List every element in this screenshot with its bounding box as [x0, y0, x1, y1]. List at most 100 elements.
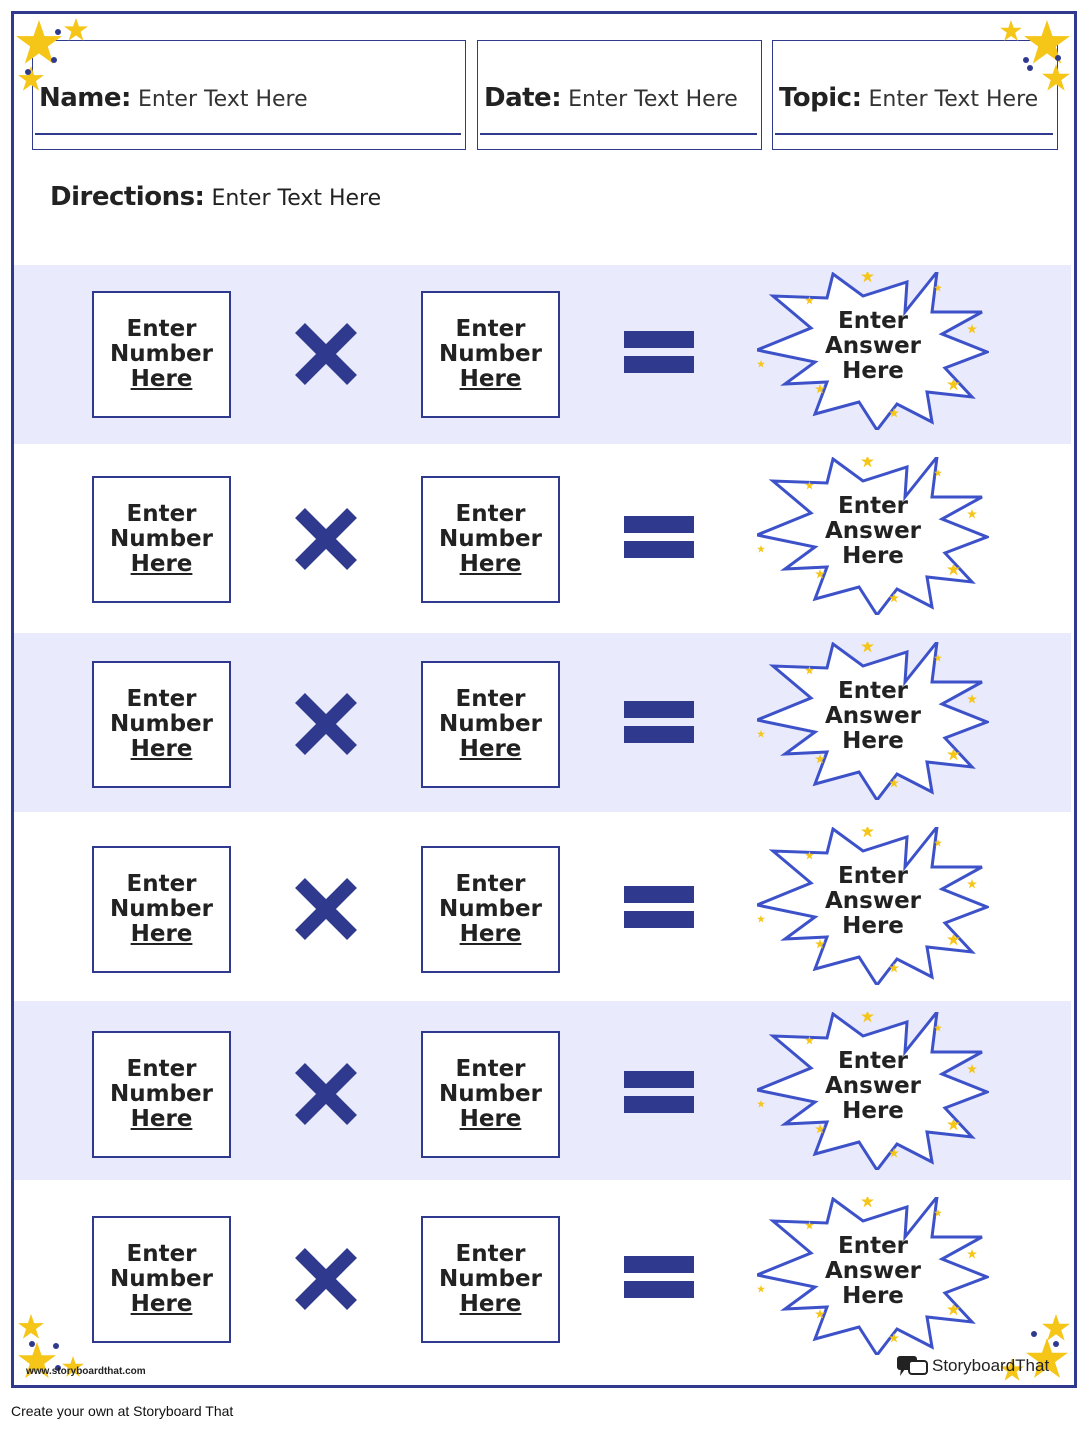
second-number-box-line: Enter	[455, 1241, 526, 1267]
first-number-box-line: Enter	[126, 686, 197, 712]
answer-text-line: Enter	[837, 493, 909, 519]
date-value[interactable]: Enter Text Here	[568, 87, 738, 112]
name-text: Name: Enter Text Here	[39, 83, 308, 113]
first-number-box-line: Here	[130, 736, 193, 762]
footer-caption[interactable]: Create your own at Storyboard That	[11, 1403, 234, 1419]
name-field[interactable]: Name: Enter Text Here	[32, 40, 466, 150]
second-number-box-line: Here	[459, 366, 522, 392]
multiply-icon	[295, 1248, 357, 1310]
equals-icon	[624, 701, 694, 743]
multiply-icon	[295, 878, 357, 940]
corner-stars-top-left	[16, 18, 88, 91]
directions: Directions: Enter Text Here	[50, 182, 381, 212]
first-number-box-line: Enter	[126, 316, 197, 342]
second-number-box-line: Enter	[455, 501, 526, 527]
topic-label: Topic:	[779, 83, 862, 113]
first-number-box-line: Enter	[126, 501, 197, 527]
answer-text-line: Answer	[824, 703, 922, 729]
answer-text-line: Here	[842, 543, 904, 569]
date-text: Date: Enter Text Here	[484, 83, 738, 113]
topic-underline	[775, 133, 1053, 135]
multiply-icon	[295, 693, 357, 755]
storyboardthat-logo[interactable]: StoryboardThat	[896, 1354, 1049, 1378]
answer-text-line: Enter	[837, 1048, 909, 1074]
second-number-box-line: Enter	[455, 316, 526, 342]
answer-text-line: Answer	[824, 518, 922, 544]
answer-text-line: Here	[842, 358, 904, 384]
logo-text: StoryboardThat	[932, 1356, 1050, 1375]
answer-text-line: Enter	[837, 678, 909, 704]
second-number-box-line: Number	[439, 896, 542, 922]
topic-value[interactable]: Enter Text Here	[868, 87, 1039, 112]
multiply-icon	[295, 323, 357, 385]
second-number-box-line: Here	[459, 1291, 522, 1317]
first-number-box-line: Number	[110, 1081, 213, 1107]
answer-text-line: Answer	[824, 1073, 922, 1099]
directions-value[interactable]: Enter Text Here	[211, 186, 382, 211]
multiply-icon	[295, 508, 357, 570]
answer-text-line: Here	[842, 913, 904, 939]
equals-icon	[624, 1071, 694, 1113]
first-number-box-line: Number	[110, 341, 213, 367]
first-number-box-line: Here	[130, 551, 193, 577]
equals-icon	[624, 886, 694, 928]
footer-url[interactable]: www.storyboardthat.com	[26, 1366, 146, 1377]
answer-text-line: Answer	[824, 1258, 922, 1284]
answer-text-line: Answer	[824, 888, 922, 914]
second-number-box-line: Number	[439, 341, 542, 367]
name-underline	[35, 133, 461, 135]
second-number-box-line: Number	[439, 1081, 542, 1107]
corner-stars-bottom-left	[18, 1314, 84, 1379]
date-underline	[480, 133, 757, 135]
second-number-box-line: Here	[459, 1106, 522, 1132]
name-value[interactable]: Enter Text Here	[137, 87, 308, 112]
multiply-icon	[295, 1063, 357, 1125]
second-number-box-line: Enter	[455, 686, 526, 712]
topic-field[interactable]: Topic: Enter Text Here	[772, 40, 1058, 150]
first-number-box-line: Here	[130, 1291, 193, 1317]
topic-text: Topic: Enter Text Here	[779, 83, 1038, 113]
answer-text-line: Answer	[824, 333, 922, 359]
date-label: Date:	[484, 83, 562, 113]
corner-stars-bottom-right	[1000, 1314, 1070, 1381]
answer-text-line: Enter	[837, 863, 909, 889]
first-number-box-line: Enter	[126, 1241, 197, 1267]
answer-text-line: Here	[842, 728, 904, 754]
first-number-box-line: Here	[130, 1106, 193, 1132]
name-label: Name:	[39, 83, 131, 113]
second-number-box-line: Enter	[455, 871, 526, 897]
speech-bubbles-icon	[897, 1356, 928, 1376]
equals-icon	[624, 516, 694, 558]
first-number-box-line: Here	[130, 921, 193, 947]
second-number-box-line: Here	[459, 551, 522, 577]
corner-stars-top-right	[1000, 20, 1070, 91]
second-number-box-line: Enter	[455, 1056, 526, 1082]
second-number-box-line: Number	[439, 711, 542, 737]
second-number-box-line: Here	[459, 921, 522, 947]
first-number-box-line: Enter	[126, 1056, 197, 1082]
second-number-box-line: Number	[439, 1266, 542, 1292]
first-number-box-line: Here	[130, 366, 193, 392]
equals-icon	[624, 1256, 694, 1298]
date-field[interactable]: Date: Enter Text Here	[477, 40, 762, 150]
first-number-box-line: Number	[110, 526, 213, 552]
answer-text-line: Here	[842, 1098, 904, 1124]
